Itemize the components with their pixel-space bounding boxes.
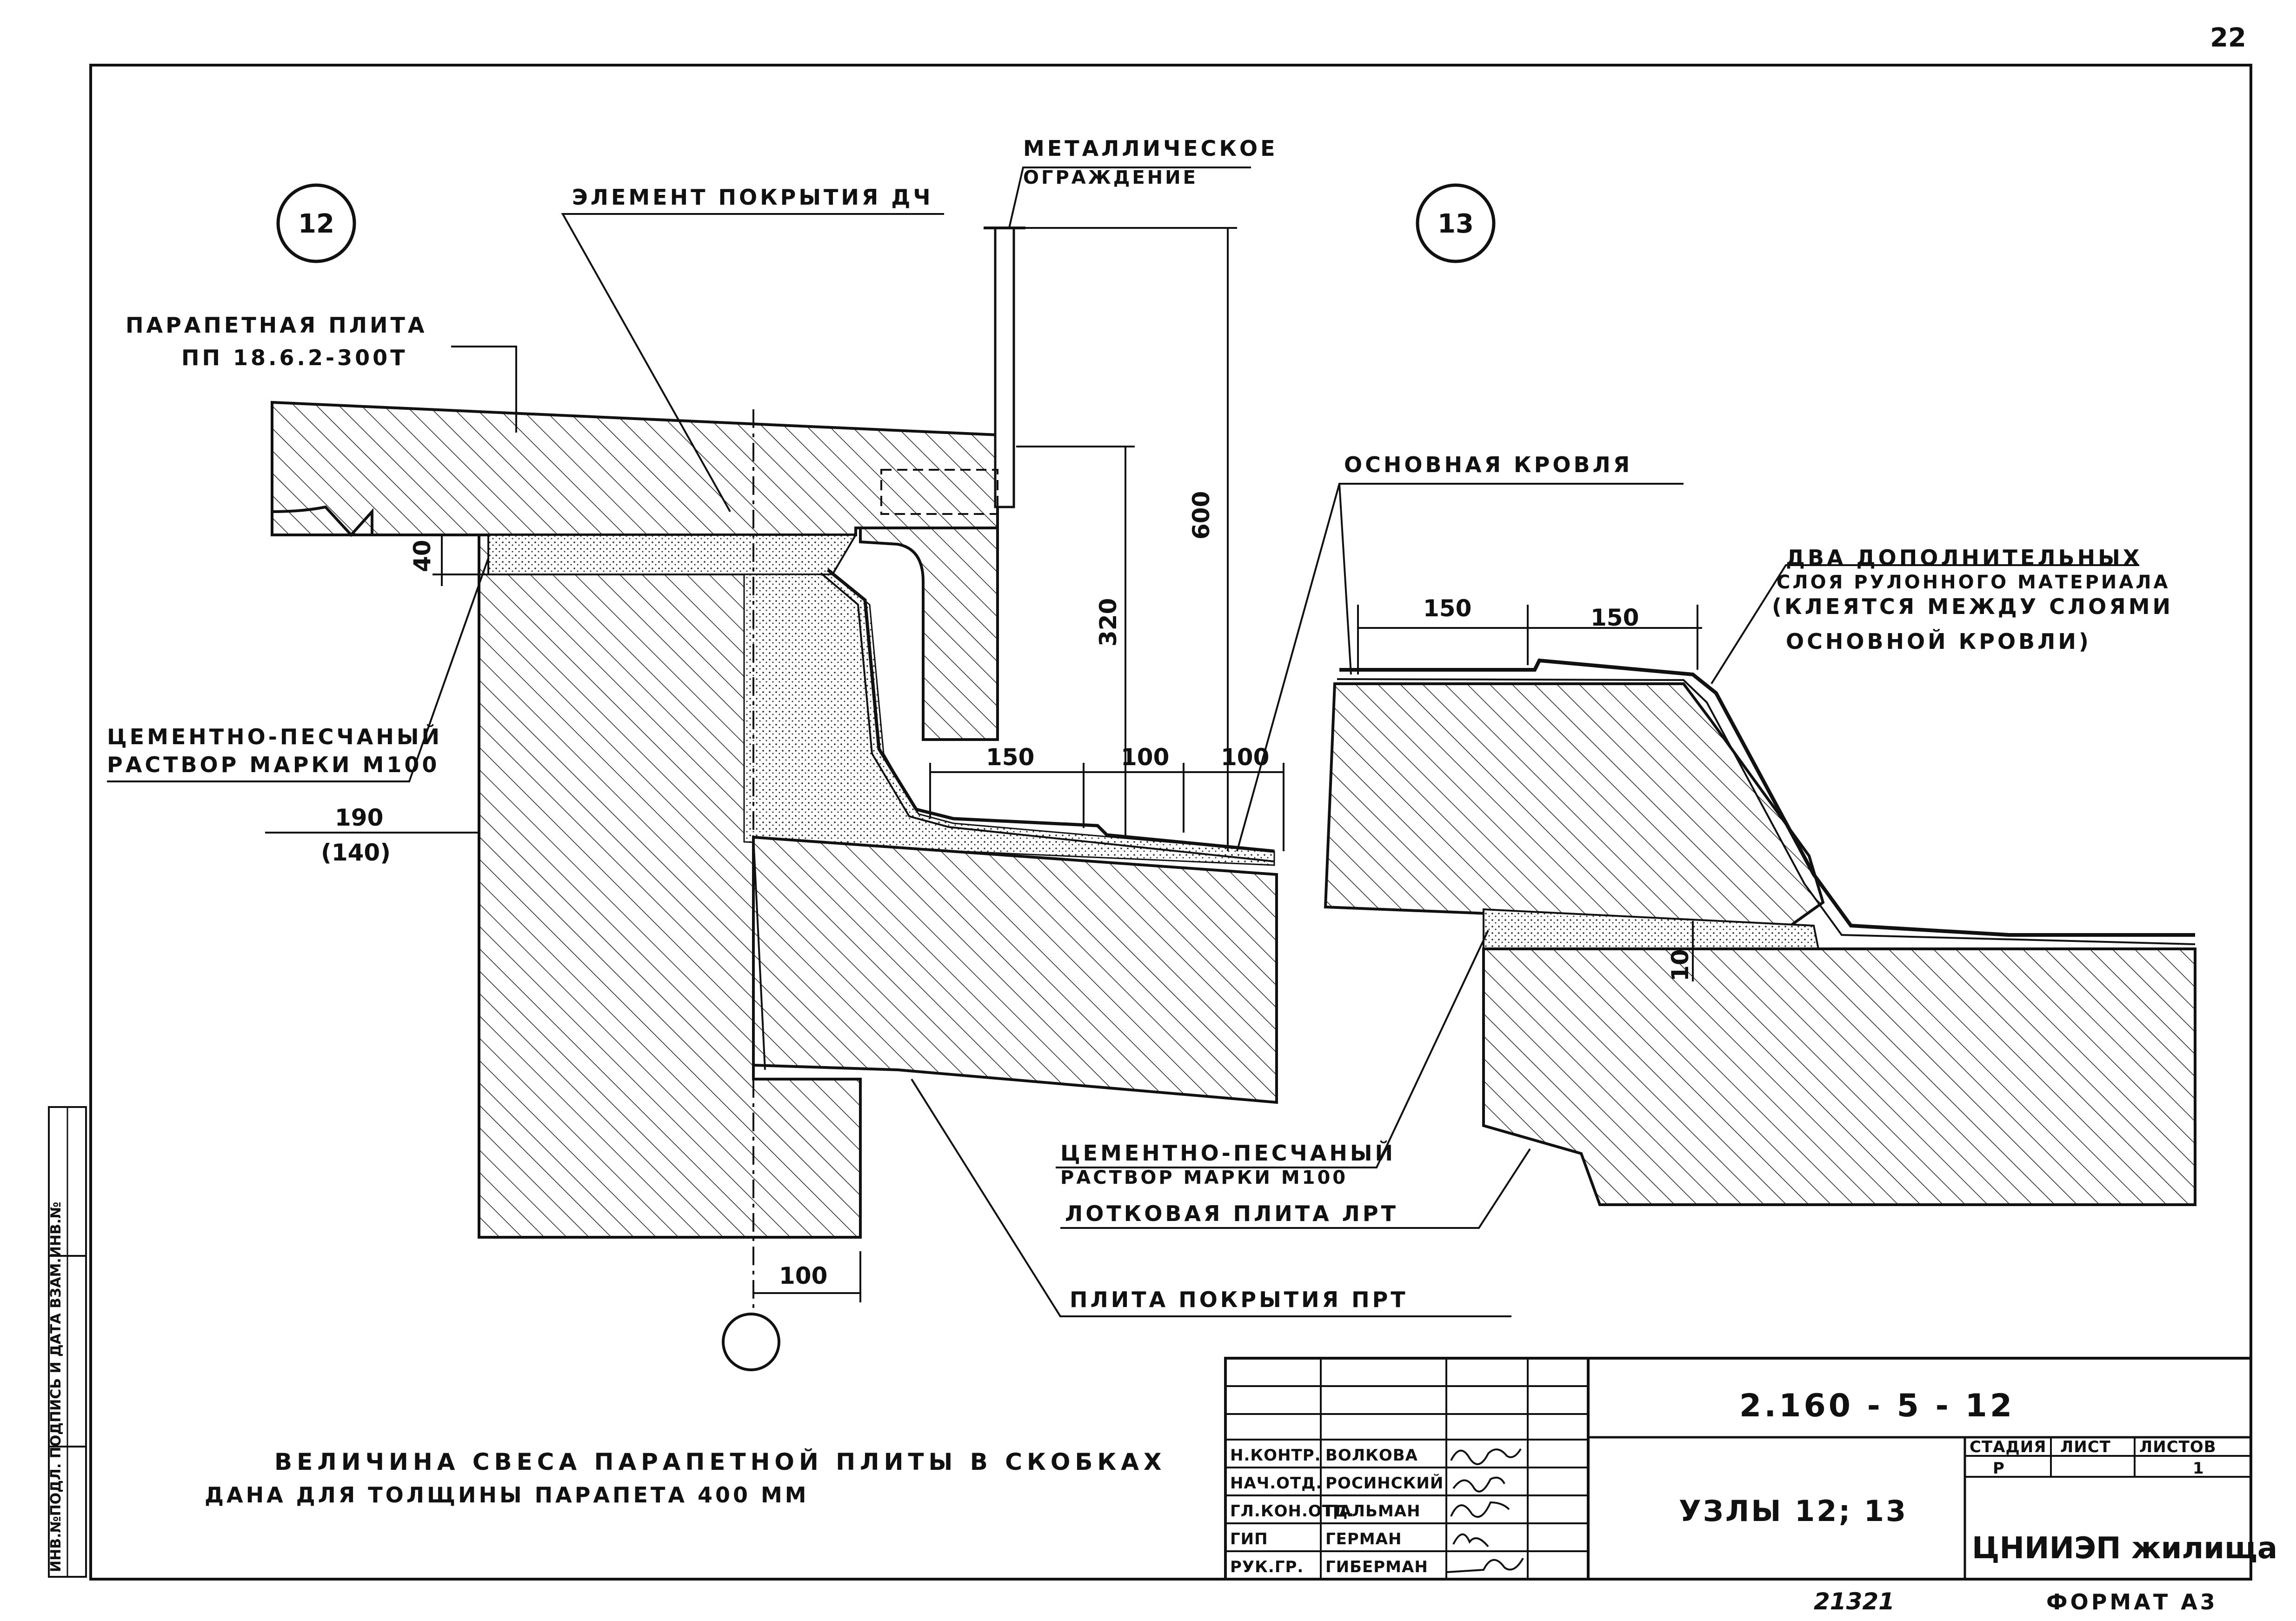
dim-190: 190 [335,804,383,831]
label-parapet-1: ПАРАПЕТНАЯ ПЛИТА [126,313,427,338]
metal-fence-post [994,227,1015,508]
lower-slab [1482,947,2196,1206]
tray-slab-lrt [752,835,1278,1104]
leader-roof-element [561,213,944,512]
label-cover-slab: ПЛИТА ПОКРЫТИЯ ПРТ [1070,1287,1408,1312]
tb-name-2: РОСИНСКИЙ [1325,1474,1444,1493]
label-main-roof: ОСНОВНАЯ КРОВЛЯ [1344,452,1632,477]
dim-100-c: 100 [779,1262,827,1289]
label-parapet-2: ПП 18.6.2-300Т [181,345,407,370]
tb-role-4: ГИП [1230,1530,1268,1548]
callout-13-label: 13 [1437,209,1474,239]
tb-name-5: ГИБЕРМАН [1325,1558,1428,1576]
tb-name-1: ВОЛКОВА [1325,1446,1418,1465]
tb-organization: ЦНИИЭП жилища [1972,1531,2277,1566]
dim-100-b: 100 [1221,744,1269,771]
tb-name-3: ПАЛЬМАН [1325,1502,1421,1521]
label-two-layers-1: ДВА ДОПОЛНИТЕЛЬНЫХ [1786,545,2142,570]
label-mortar-left-2: РАСТВОР МАРКИ М100 [107,752,439,777]
tb-role-2: НАЧ.ОТД. [1230,1474,1322,1493]
title-block [1224,1357,2252,1581]
parapet-slab [271,400,999,537]
dim-320: 320 [1095,598,1122,647]
dim-10: 10 [1667,949,1694,981]
leader-two-layers [1710,564,2139,685]
dim-600: 600 [1188,491,1215,540]
callout-13-circle [1416,183,1496,263]
drawing-frame [89,64,2252,1581]
label-two-layers-3: (КЛЕЯТСЯ МЕЖДУ СЛОЯМИ [1772,594,2173,619]
side-stamp-text: ИНВ.№ПОДЛ. ПОДПИСЬ И ДАТА ВЗАМ.ИНВ.№ [48,1202,64,1572]
tb-code: 2.160 - 5 - 12 [1739,1388,2015,1424]
tb-sheet-header: ЛИСТ [2060,1438,2111,1456]
inventory-number: 21321 [1814,1588,1895,1615]
tb-role-1: Н.КОНТР. [1230,1446,1321,1465]
label-mortar-bottom-2: РАСТВОР МАРКИ М100 [1060,1167,1348,1188]
format-label: ФОРМАТ А3 [2046,1589,2218,1614]
tb-role-5: РУК.ГР. [1230,1558,1304,1576]
sheet-number: 22 [2210,23,2246,53]
signatures [1446,1448,1524,1573]
label-mortar-left-1: ЦЕМЕНТНО-ПЕСЧАНЫЙ [107,724,442,749]
dims-detail-12 [265,227,1284,1302]
roof-element-dch [859,527,999,741]
side-stamp: ИНВ.№ПОДЛ. ПОДПИСЬ И ДАТА ВЗАМ.ИНВ.№ [48,1106,87,1578]
dim-150-a: 150 [986,744,1034,771]
label-two-layers-4: ОСНОВНОЙ КРОВЛИ) [1786,629,2091,654]
tb-stage: Р [1993,1459,2005,1478]
callout-12-circle [276,183,356,263]
label-tray-slab: ЛОТКОВАЯ ПЛИТА ЛРТ [1065,1201,1398,1226]
tb-title: УЗЛЫ 12; 13 [1679,1494,1908,1528]
label-metal-fence-2: ОГРАЖДЕНИЕ [1023,167,1198,188]
dim-150-b: 150 [1423,595,1471,622]
leader-parapet [451,346,517,433]
dim-150-c: 150 [1591,604,1639,631]
label-two-layers-2: СЛОЯ РУЛОННОГО МАТЕРИАЛА [1777,572,2170,593]
tb-role-3: ГЛ.КОН.ОТД. [1230,1502,1354,1521]
dim-100-a: 100 [1121,744,1169,771]
leader-mortar-left [107,558,489,782]
leader-metal-fence [1008,167,1251,228]
note-line-2: ДАНА ДЛЯ ТОЛЩИНЫ ПАРАПЕТА 400 ММ [205,1482,809,1508]
roofing-layers-left [826,568,1275,853]
axis-marker [722,1313,780,1371]
tb-sheets: 1 [2193,1459,2204,1478]
note-line-1: ВЕЛИЧИНА СВЕСА ПАРАПЕТНОЙ ПЛИТЫ В СКОБКА… [274,1448,1166,1475]
roofing-layers-right [1339,658,2195,937]
raised-slab [1324,682,1825,927]
tb-sheets-header: ЛИСТОВ [2139,1438,2216,1456]
roof-slope-fill [743,574,1275,866]
leader-cover-slab [911,1078,1511,1317]
leader-tray-slab [1060,1148,1531,1229]
dim-140: (140) [321,839,391,866]
leader-mortar-bottom [1056,930,1489,1168]
tb-name-4: ГЕРМАН [1325,1530,1402,1548]
dim-40: 40 [409,540,436,572]
label-roof-element: ЭЛЕМЕНТ ПОКРЫТИЯ ДЧ [572,185,933,210]
dims-detail-13 [1357,605,1702,981]
tb-stage-header: СТАДИЯ [1970,1438,2046,1456]
mortar-bed-top [487,534,858,575]
label-metal-fence-1: МЕТАЛЛИЧЕСКОЕ [1023,136,1278,161]
label-mortar-bottom-1: ЦЕМЕНТНО-ПЕСЧАНЫЙ [1060,1141,1396,1166]
callout-12-label: 12 [298,209,334,239]
